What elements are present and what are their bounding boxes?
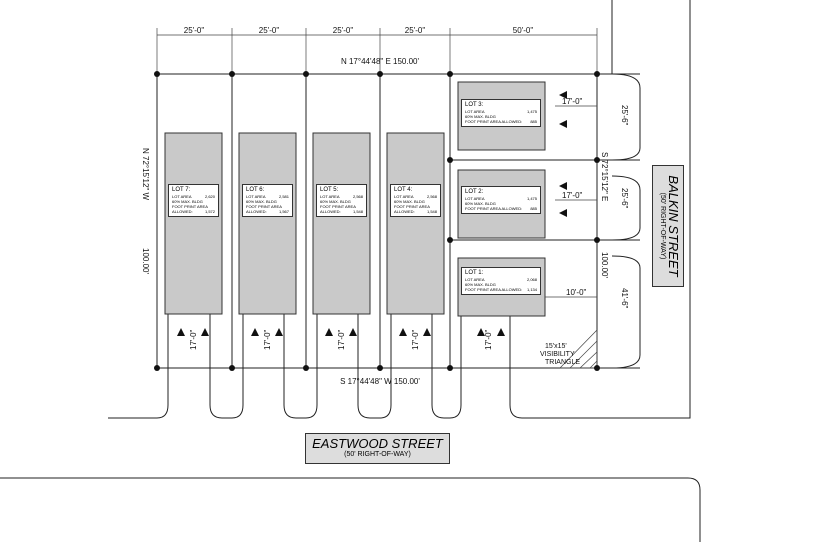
svg-text:17'-0": 17'-0" bbox=[263, 329, 272, 350]
east-seg-3: 41'-6" bbox=[620, 288, 629, 309]
dim-lot6: 25'-0" bbox=[259, 26, 280, 35]
setback-lot1: 10'-0" bbox=[566, 288, 587, 297]
svg-text:17'-0": 17'-0" bbox=[411, 329, 420, 350]
street-curbs bbox=[0, 0, 701, 542]
dim-lot7: 25'-0" bbox=[184, 26, 205, 35]
driveway-dimensions: 17'-0" 17'-0" 17'-0" 17'-0" 17'-0" 17'-0… bbox=[189, 97, 587, 350]
west-bearing: N 72°15'12" W bbox=[141, 148, 150, 200]
top-dimension: 25'-0" 25'-0" 25'-0" 25'-0" 50'-0" bbox=[156, 26, 598, 74]
setback-lot2: 17'-0" bbox=[562, 191, 583, 200]
svg-text:17'-0": 17'-0" bbox=[484, 329, 493, 350]
svg-text:VISIBILITY: VISIBILITY bbox=[540, 351, 575, 358]
svg-text:TRIANGLE: TRIANGLE bbox=[545, 359, 580, 366]
east-length: 100.00' bbox=[600, 252, 609, 278]
east-seg-2: 25'-6" bbox=[620, 188, 629, 209]
west-length: 100.00' bbox=[141, 248, 150, 274]
balkin-street-label: BALKIN STREET (50' RIGHT-OF-WAY) bbox=[652, 165, 684, 287]
svg-text:15'x15': 15'x15' bbox=[545, 343, 567, 350]
building-lot6 bbox=[238, 132, 297, 315]
dim-lots123: 50'-0" bbox=[513, 26, 534, 35]
south-bearing: S 17°44'48" W 150.00' bbox=[340, 377, 420, 386]
eastwood-street-label: EASTWOOD STREET (50' RIGHT-OF-WAY) bbox=[305, 433, 450, 464]
dim-lot5: 25'-0" bbox=[333, 26, 354, 35]
dim-lot4: 25'-0" bbox=[405, 26, 426, 35]
survey-points bbox=[154, 71, 600, 371]
buildings bbox=[164, 81, 546, 317]
svg-text:17'-0": 17'-0" bbox=[189, 329, 198, 350]
building-lot7 bbox=[164, 132, 223, 315]
east-seg-1: 25'-6" bbox=[620, 105, 629, 126]
setback-lot3: 17'-0" bbox=[562, 97, 583, 106]
building-lot5 bbox=[312, 132, 371, 315]
svg-text:17'-0": 17'-0" bbox=[337, 329, 346, 350]
property-lines bbox=[156, 73, 640, 369]
east-bearing: S 72°15'12" E bbox=[600, 152, 609, 201]
north-bearing: N 17°44'48" E 150.00' bbox=[341, 57, 420, 66]
visibility-triangle-label: 15'x15' VISIBILITY TRIANGLE bbox=[540, 343, 580, 366]
building-lot4 bbox=[386, 132, 445, 315]
driveway-arrows bbox=[177, 91, 597, 336]
